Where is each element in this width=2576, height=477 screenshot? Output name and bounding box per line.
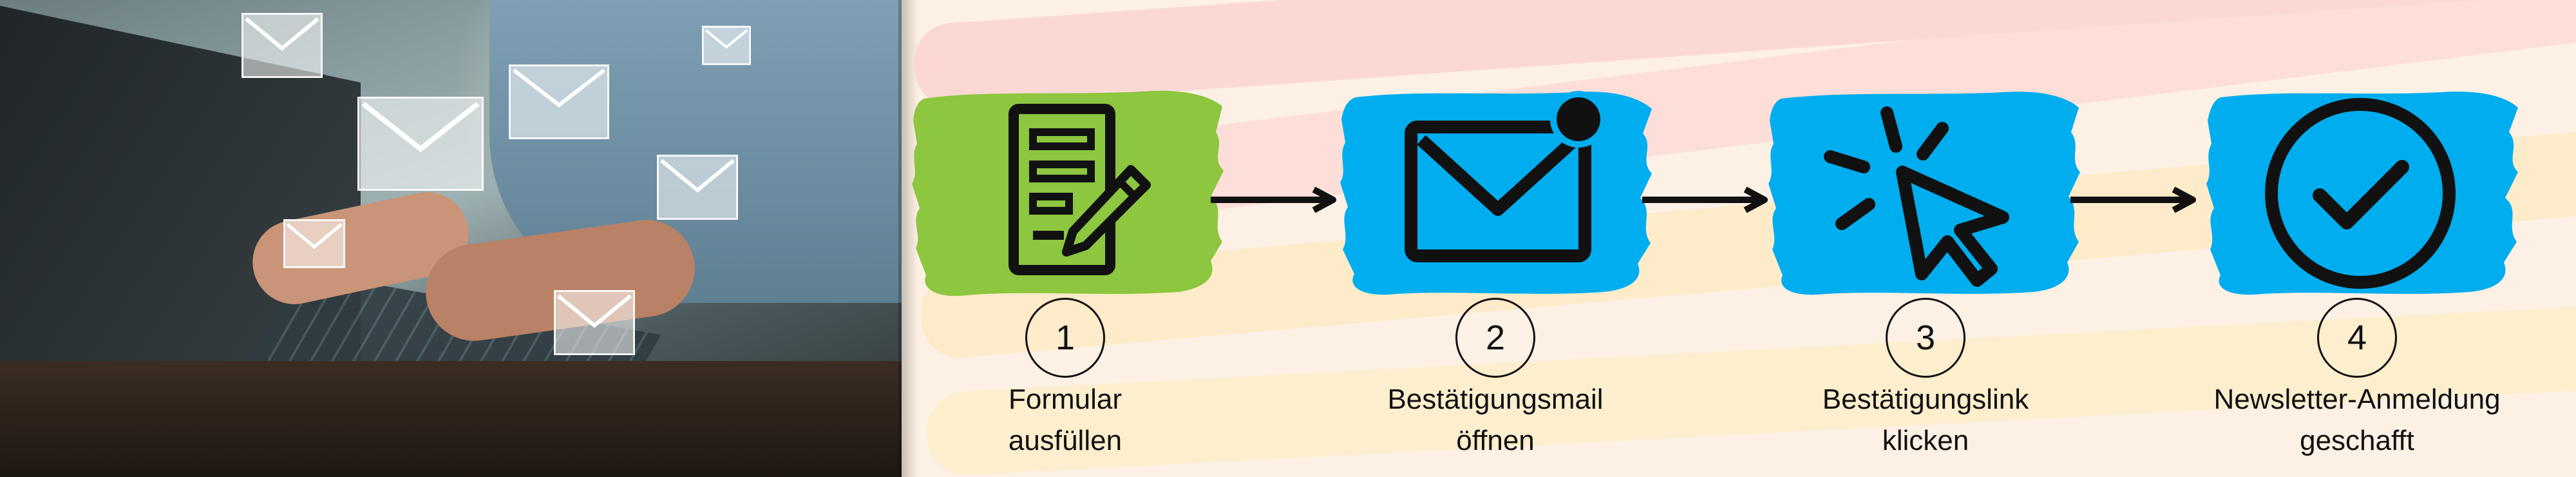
step-caption-line1: Newsletter-Anmeldung: [2213, 384, 2501, 415]
step-number-badge: 2: [1455, 298, 1535, 378]
envelope-icon: [554, 290, 635, 355]
photo-table: [0, 361, 902, 477]
envelope-icon: [283, 219, 345, 268]
envelope-icon: [657, 155, 738, 220]
step-2-icon-block: [1336, 87, 1658, 300]
step-caption-line2: klicken: [1882, 425, 1969, 456]
step-caption-line2: öffnen: [1456, 425, 1535, 456]
hero-photo: [0, 0, 902, 477]
step-number-badge: 1: [1025, 298, 1105, 378]
envelope-icon: [702, 26, 751, 65]
step-caption: Bestätigungsmail öffnen: [1315, 379, 1676, 462]
arrow-right-icon: [2070, 187, 2196, 213]
step-caption-line1: Formular: [1008, 384, 1122, 415]
form-pencil-icon: [1009, 104, 1151, 275]
step-1-icon-block: [908, 87, 1230, 300]
blue-paint-swatch: [1768, 92, 2080, 295]
envelope-icon: [509, 64, 609, 139]
step-caption-line2: geschafft: [2300, 425, 2414, 456]
step-caption: Newsletter-Anmeldung geschafft: [2177, 379, 2537, 462]
step-4-icon-block: [2202, 87, 2524, 300]
mail-notification-icon: [1405, 91, 1607, 262]
step-caption: Bestätigungslink klicken: [1745, 379, 2106, 462]
photo-edge-shadow: [898, 0, 918, 477]
step-number-badge: 3: [1886, 298, 1965, 378]
check-circle-icon: [2265, 98, 2456, 289]
step-3-icon-block: [1765, 87, 2087, 300]
step-number-badge: 4: [2317, 298, 2397, 378]
step-caption-line1: Bestätigungsmail: [1387, 384, 1604, 415]
envelope-icon: [357, 97, 484, 191]
step-caption-line1: Bestätigungslink: [1822, 384, 2029, 415]
arrow-right-icon: [1211, 187, 1336, 213]
arrow-right-icon: [1642, 187, 1768, 213]
cursor-click-icon: [1824, 106, 2009, 287]
step-caption: Formular ausfüllen: [885, 379, 1245, 462]
envelope-icon: [242, 13, 323, 78]
step-caption-line2: ausfüllen: [1008, 425, 1122, 456]
